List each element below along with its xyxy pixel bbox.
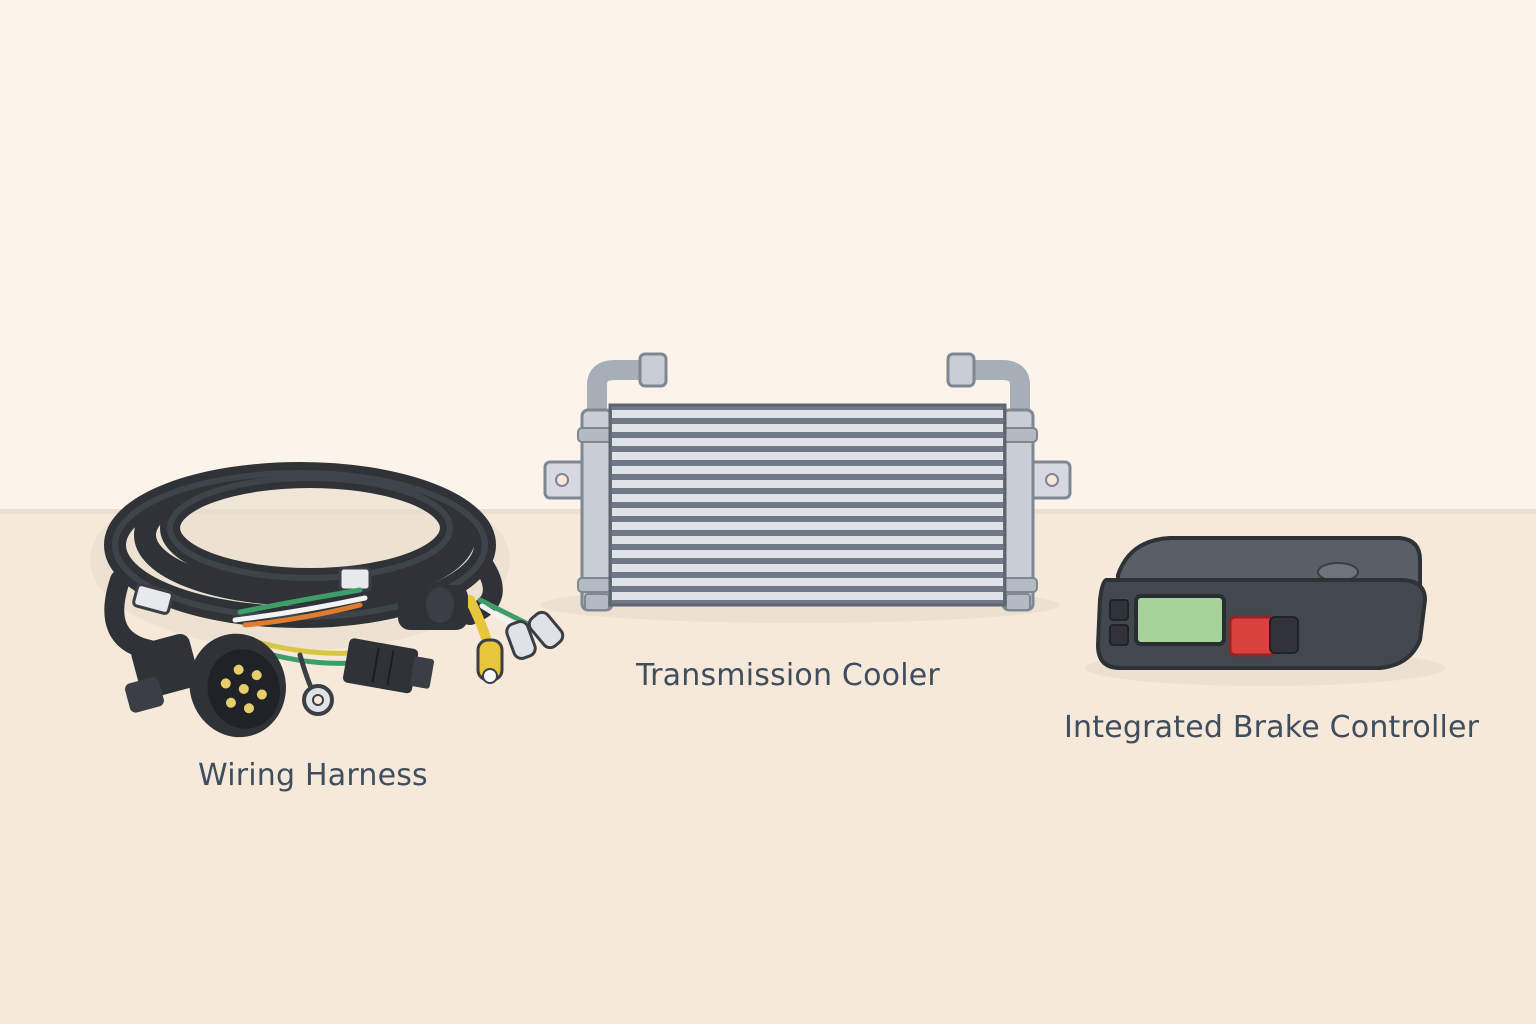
transmission-cooler-illustration bbox=[540, 352, 1072, 623]
brake-controller-illustration bbox=[1085, 536, 1445, 686]
brake-controller-label: Integrated Brake Controller bbox=[1064, 710, 1480, 745]
transmission-cooler-label: Transmission Cooler bbox=[636, 658, 940, 693]
wiring-harness-label: Wiring Harness bbox=[198, 758, 428, 793]
wiring-harness-illustration bbox=[90, 462, 565, 738]
